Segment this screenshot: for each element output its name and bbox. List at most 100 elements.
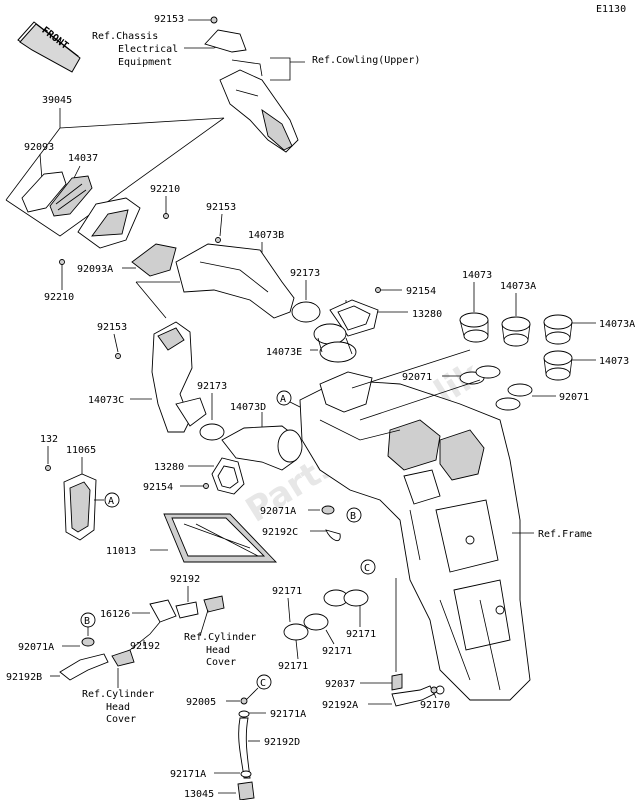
- bolt-92210-a: [163, 213, 169, 219]
- label-92093: 92093: [24, 142, 54, 153]
- label-13045: 13045: [184, 789, 214, 800]
- label-11065: 11065: [66, 445, 96, 456]
- label-13280-b: 13280: [154, 462, 184, 473]
- label-92192C: 92192C: [262, 527, 298, 538]
- funnel-14073-a: [459, 312, 489, 343]
- label-92192-b: 92192: [130, 641, 160, 652]
- label-92171A-b: 92171A: [170, 769, 206, 780]
- air-duct-14073B: [131, 243, 295, 319]
- hose-92192B: [59, 653, 109, 681]
- label-14073E: 14073E: [266, 347, 302, 358]
- ref-cyl-1-line1: Ref.Cylinder: [184, 632, 256, 643]
- frame-airbox: [299, 371, 531, 701]
- label-92192D: 92192D: [264, 737, 300, 748]
- duct-14073E: [313, 323, 357, 363]
- label-92171A-a: 92171A: [270, 709, 306, 720]
- gasket-13280-b: [211, 457, 245, 495]
- label-92171-c: 92171: [322, 646, 352, 657]
- callout-c-2: [256, 674, 272, 690]
- label-92210-a: 92210: [150, 184, 180, 195]
- label-92192A: 92192A: [322, 700, 358, 711]
- duct-cover-92093: [21, 171, 93, 217]
- grommet-92071A-a: [321, 505, 335, 515]
- label-39045: 39045: [42, 95, 72, 106]
- label-92171-d: 92171: [278, 661, 308, 672]
- label-92192B: 92192B: [6, 672, 42, 683]
- label-14037: 14037: [68, 153, 98, 164]
- ref-chassis-line3: Equipment: [118, 57, 172, 68]
- label-92093A: 92093A: [77, 264, 113, 275]
- label-92170: 92170: [420, 700, 450, 711]
- label-92005: 92005: [186, 697, 216, 708]
- label-92192-a: 92192: [170, 574, 200, 585]
- leader-lines-top: [184, 19, 305, 81]
- label-92171-b: 92171: [346, 629, 376, 640]
- label-92071-b: 92071: [559, 392, 589, 403]
- svg-text:A: A: [280, 394, 286, 405]
- callout-a-2: [104, 492, 120, 508]
- clamp-92173-b: [199, 423, 225, 441]
- callout-a-1: [276, 390, 292, 406]
- label-14073A-b: 14073A: [599, 319, 635, 330]
- funnel-14073-b: [543, 350, 573, 381]
- ref-chassis-line1: Ref.Chassis: [92, 31, 158, 42]
- callout-c-1: [360, 559, 376, 575]
- ref-cyl-2-line2: Head: [106, 702, 130, 713]
- fitting-92005: [240, 697, 248, 705]
- leader-box-39045: [5, 108, 225, 237]
- air-duct-14073C: [151, 321, 207, 433]
- svg-text:B: B: [350, 511, 356, 522]
- element-11065: [63, 473, 97, 541]
- funnel-14073A-b: [543, 314, 573, 345]
- orings-92071-b: [495, 383, 533, 411]
- duct-inlet-92093A: [77, 197, 141, 249]
- label-92153-c: 92153: [97, 322, 127, 333]
- label-92171-a: 92171: [272, 586, 302, 597]
- label-16126: 16126: [100, 609, 130, 620]
- label-14073A-a: 14073A: [500, 281, 536, 292]
- valve-16126: [129, 595, 225, 651]
- label-11013: 11013: [106, 546, 136, 557]
- label-92154-a: 92154: [406, 286, 436, 297]
- bolt-92210-b: [59, 259, 65, 265]
- callout-b-1: [346, 507, 362, 523]
- air-duct-14073D: [221, 425, 303, 471]
- label-92153-b: 92153: [206, 202, 236, 213]
- label-14073-a: 14073: [462, 270, 492, 281]
- label-14073D: 14073D: [230, 402, 266, 413]
- clip-cyl-2: [111, 649, 135, 667]
- label-92037: 92037: [325, 679, 355, 690]
- label-14073-b: 14073: [599, 356, 629, 367]
- svg-text:C: C: [364, 563, 370, 574]
- label-13280-a: 13280: [412, 309, 442, 320]
- label-92071-a: 92071: [402, 372, 432, 383]
- label-14073C: 14073C: [88, 395, 124, 406]
- svg-text:A: A: [108, 496, 114, 507]
- svg-text:B: B: [84, 616, 90, 627]
- label-92071A-b: 92071A: [18, 642, 54, 653]
- funnel-14073A-a: [501, 316, 531, 347]
- front-arrow-icon: FRONT: [17, 21, 81, 73]
- air-filter-11013: [163, 513, 278, 563]
- fitting-92037: [391, 673, 403, 691]
- grommet-92071A-b: [81, 637, 95, 647]
- ref-cyl-2-line1: Ref.Cylinder: [82, 689, 154, 700]
- ref-cyl-1-line3: Cover: [206, 657, 236, 668]
- bracket-assembly: [204, 16, 299, 153]
- label-92173-b: 92173: [197, 381, 227, 392]
- ref-frame: Ref.Frame: [538, 529, 592, 540]
- hose-92192C: [325, 529, 341, 542]
- label-92153-top: 92153: [154, 14, 184, 25]
- label-14073B: 14073B: [248, 230, 284, 241]
- diagram-code: E1130: [596, 4, 626, 15]
- hose-92192D: [238, 717, 251, 779]
- clamps-92171: [283, 589, 369, 641]
- label-92071A-a: 92071A: [260, 506, 296, 517]
- label-92173-a: 92173: [290, 268, 320, 279]
- ref-cowling-upper: Ref.Cowling(Upper): [312, 55, 420, 66]
- label-92154-b: 92154: [143, 482, 173, 493]
- ref-chassis-line2: Electrical: [118, 44, 178, 55]
- svg-text:C: C: [260, 678, 266, 689]
- ref-cyl-1-line2: Head: [206, 645, 230, 656]
